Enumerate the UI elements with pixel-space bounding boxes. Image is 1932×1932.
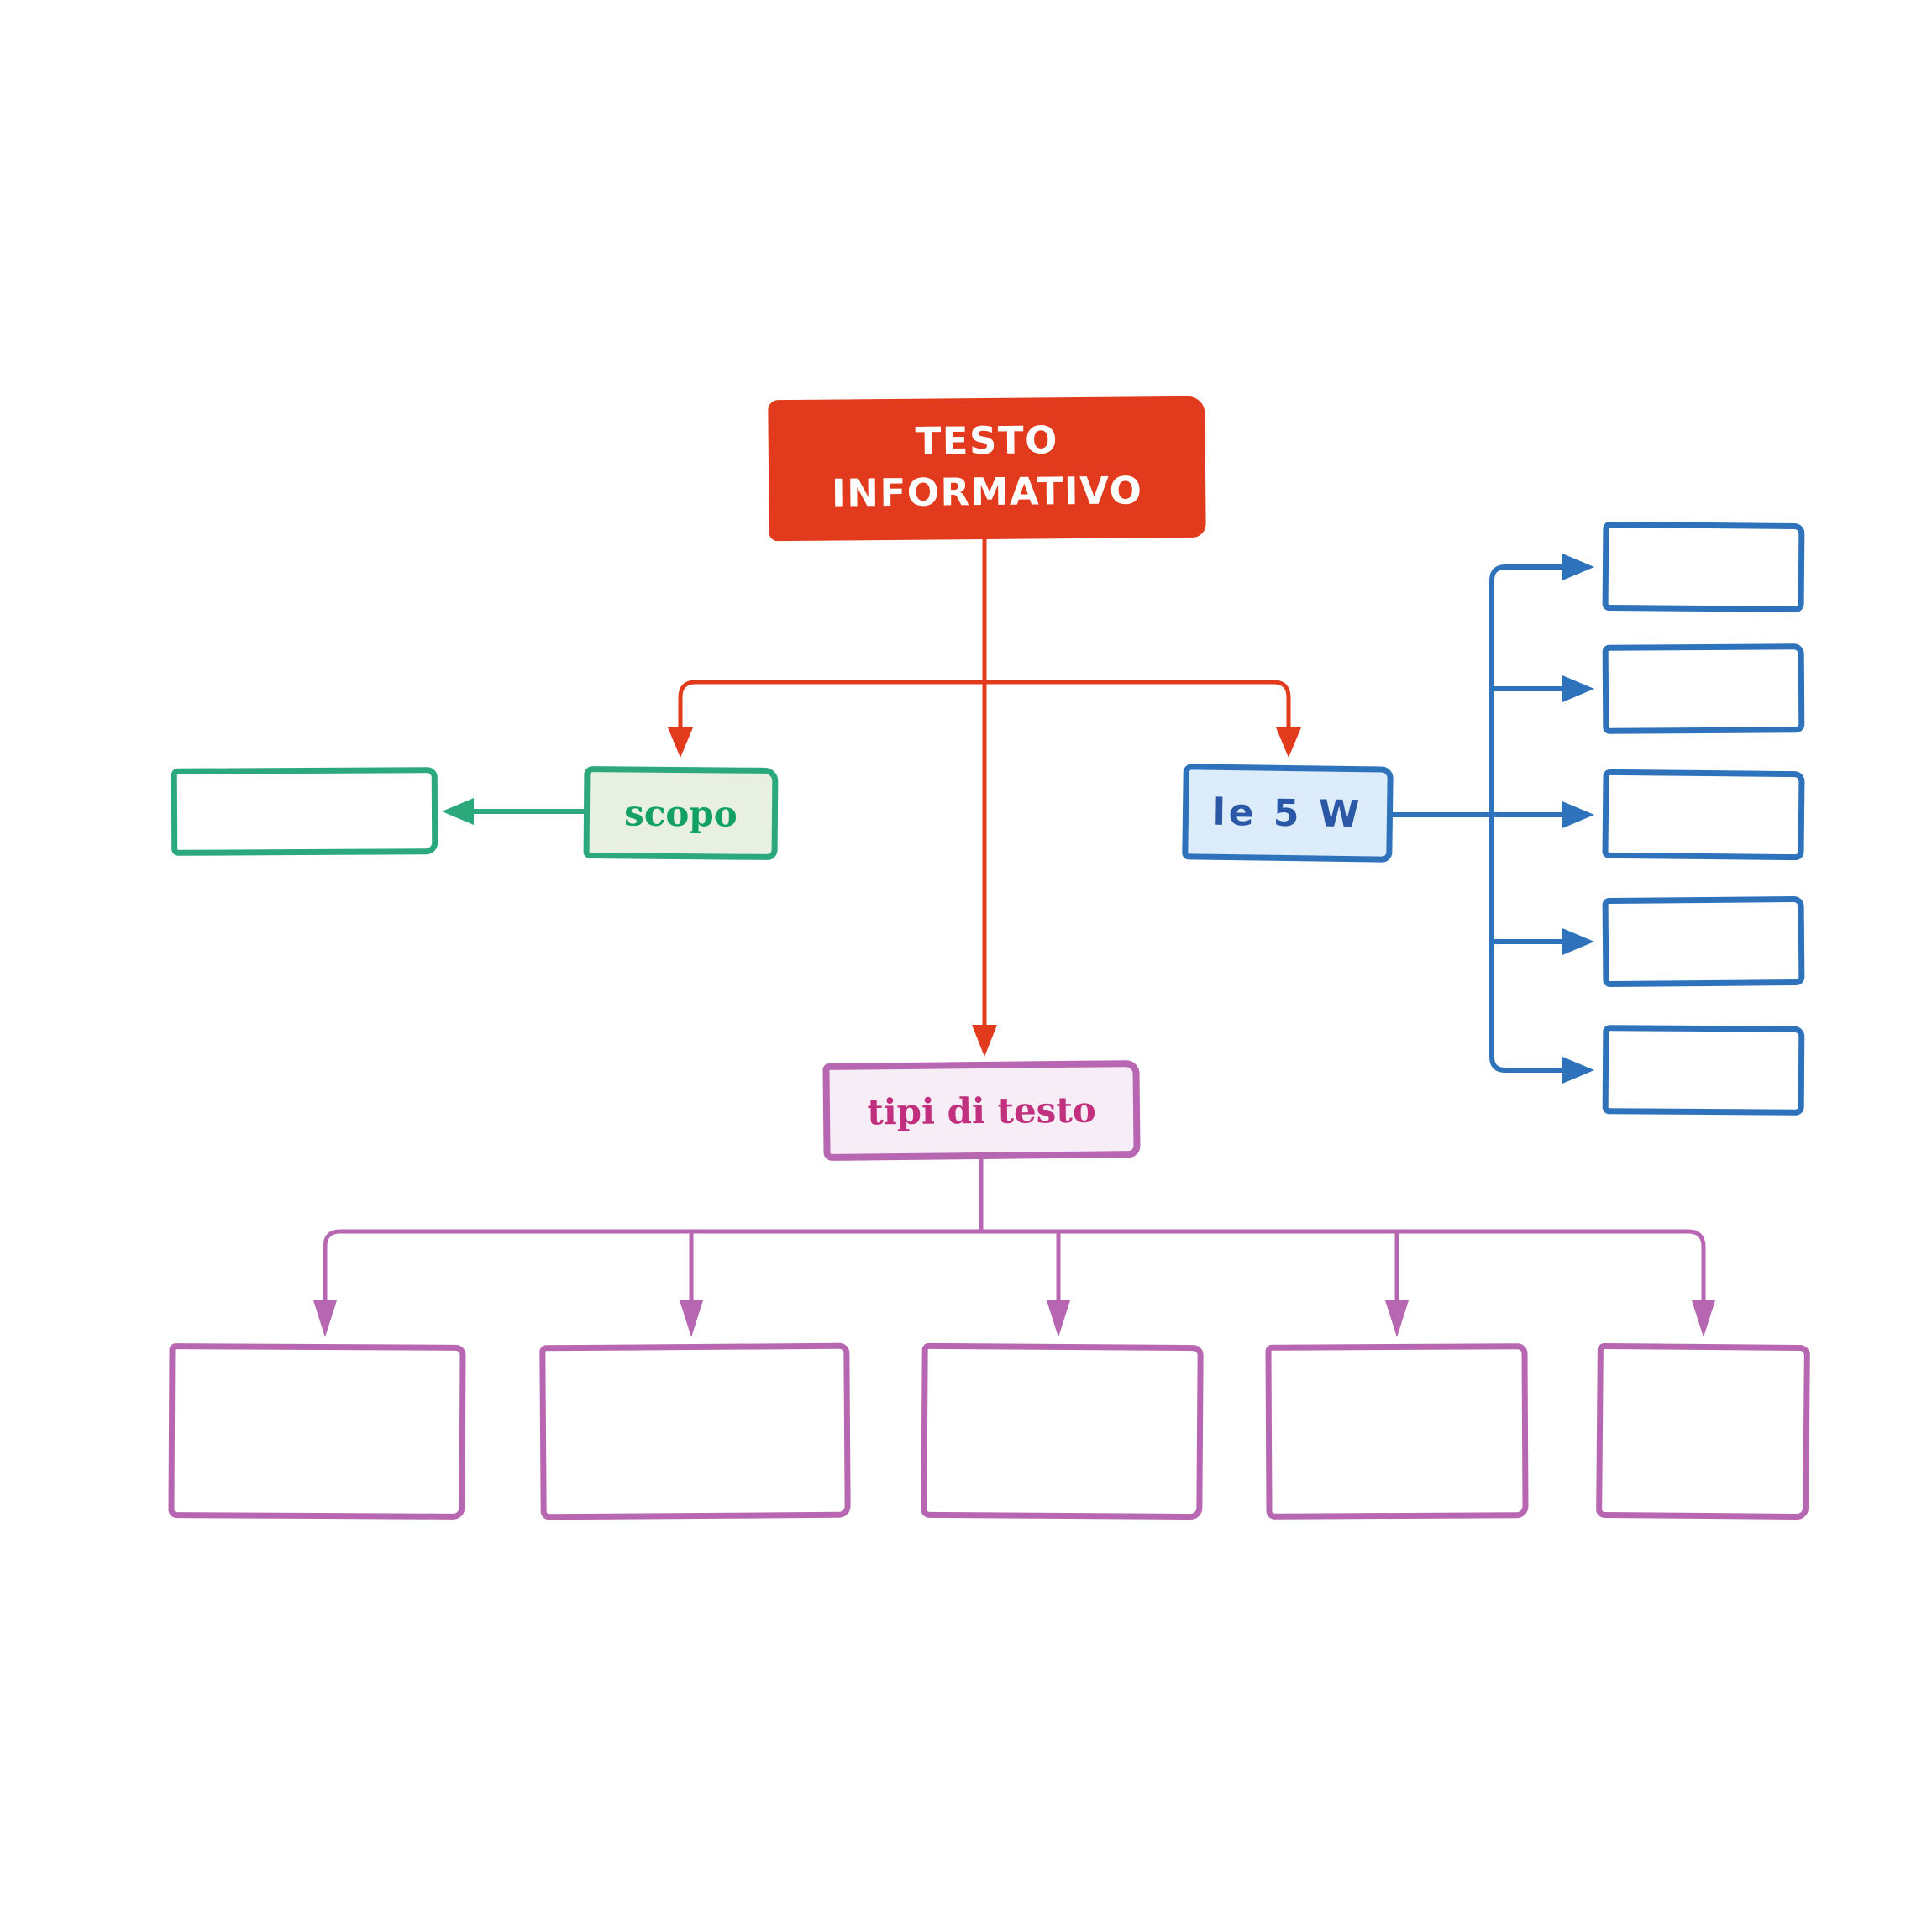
empty-box-tipi-child-4 (1265, 1343, 1529, 1520)
arrowhead-to-blue-box-1 (1562, 554, 1594, 580)
arrowhead-to-purple-box-2 (680, 1300, 703, 1337)
empty-box-le5w-child-4 (1602, 895, 1805, 988)
root-connectors (668, 535, 1301, 1057)
scopo-connectors (442, 798, 586, 825)
empty-box-le5w-child-5 (1602, 1025, 1805, 1116)
empty-box-le5w-child-3 (1602, 769, 1805, 861)
empty-box-le5w-child-2 (1602, 643, 1805, 734)
arrowhead-to-tipi (972, 1025, 997, 1057)
node-testo-informativo: TESTO INFORMATIVO (768, 396, 1206, 542)
le5w-vertical-spine (1489, 564, 1508, 1073)
arrowhead-to-blue-box-4 (1562, 928, 1594, 955)
empty-box-tipi-child-5 (1596, 1342, 1810, 1520)
tipi-horizontal-rail (323, 1229, 1706, 1306)
arrowhead-to-blue-box-2 (1562, 675, 1594, 702)
node-tipi-di-testo: tipi di testo (822, 1060, 1141, 1161)
arrowhead-to-blue-box-3 (1562, 801, 1594, 828)
arrowhead-to-blue-box-5 (1562, 1057, 1594, 1084)
arrowhead-to-purple-box-4 (1385, 1300, 1409, 1337)
arrowhead-to-green-box (442, 798, 474, 825)
empty-box-tipi-child-1 (168, 1343, 466, 1520)
node-scopo: scopo (583, 765, 779, 861)
root-horizontal-rail (678, 680, 1291, 737)
arrowhead-to-purple-box-1 (313, 1300, 337, 1337)
le5w-connectors (1390, 554, 1594, 1084)
arrowhead-to-le5w (1276, 727, 1301, 758)
arrowhead-to-purple-box-3 (1047, 1300, 1070, 1337)
arrowhead-to-scopo (668, 727, 693, 758)
empty-box-tipi-child-3 (921, 1342, 1204, 1520)
empty-box-le5w-child-1 (1602, 521, 1805, 613)
tipi-connectors (313, 1157, 1715, 1337)
empty-box-scopo-child (171, 767, 438, 856)
empty-box-tipi-child-2 (539, 1342, 851, 1520)
arrowhead-to-purple-box-5 (1692, 1300, 1715, 1337)
node-le-5-w: le 5 W (1182, 764, 1394, 863)
